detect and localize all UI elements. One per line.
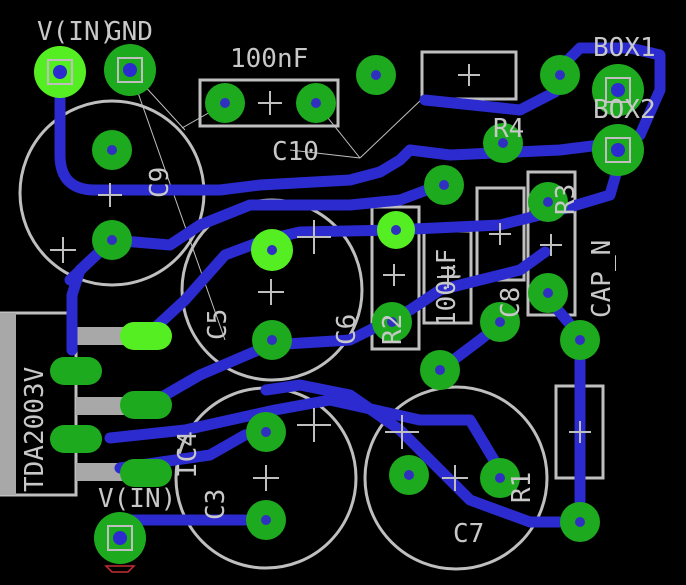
label-ic4: IC4 <box>173 431 203 478</box>
copper-traces <box>54 42 666 528</box>
label-c6: C6 <box>332 314 362 345</box>
polarity-marks <box>50 64 591 491</box>
selected-pads <box>251 211 415 271</box>
label-c7: C7 <box>453 519 484 549</box>
label-c3: C3 <box>201 489 231 520</box>
label-100uf: 100µF <box>432 249 462 327</box>
chip-pads <box>50 322 172 487</box>
label-chip: TDA2003V <box>20 367 50 492</box>
label-r4: R4 <box>493 114 524 144</box>
label-c9: C9 <box>145 167 175 198</box>
label-c5: C5 <box>203 309 233 340</box>
chip-tab <box>0 313 16 495</box>
label-gnd: GND <box>106 17 153 47</box>
label-box1: BOX1 <box>593 33 656 63</box>
connector-pads <box>34 44 644 564</box>
label-c8: C8 <box>496 287 526 318</box>
label-100nf: 100nF <box>230 44 308 74</box>
pad-centers <box>107 70 585 527</box>
vin-marker <box>104 565 136 573</box>
label-cap-n: CAP_N <box>587 240 617 318</box>
label-vin-bottom: V(IN) <box>98 484 176 514</box>
label-box2: BOX2 <box>593 95 656 125</box>
label-c10: C10 <box>272 137 319 167</box>
label-r2: R2 <box>378 314 408 345</box>
label-vin-top: V(IN) <box>37 17 115 47</box>
label-r3: R3 <box>551 184 581 215</box>
label-r1: R1 <box>507 472 537 503</box>
